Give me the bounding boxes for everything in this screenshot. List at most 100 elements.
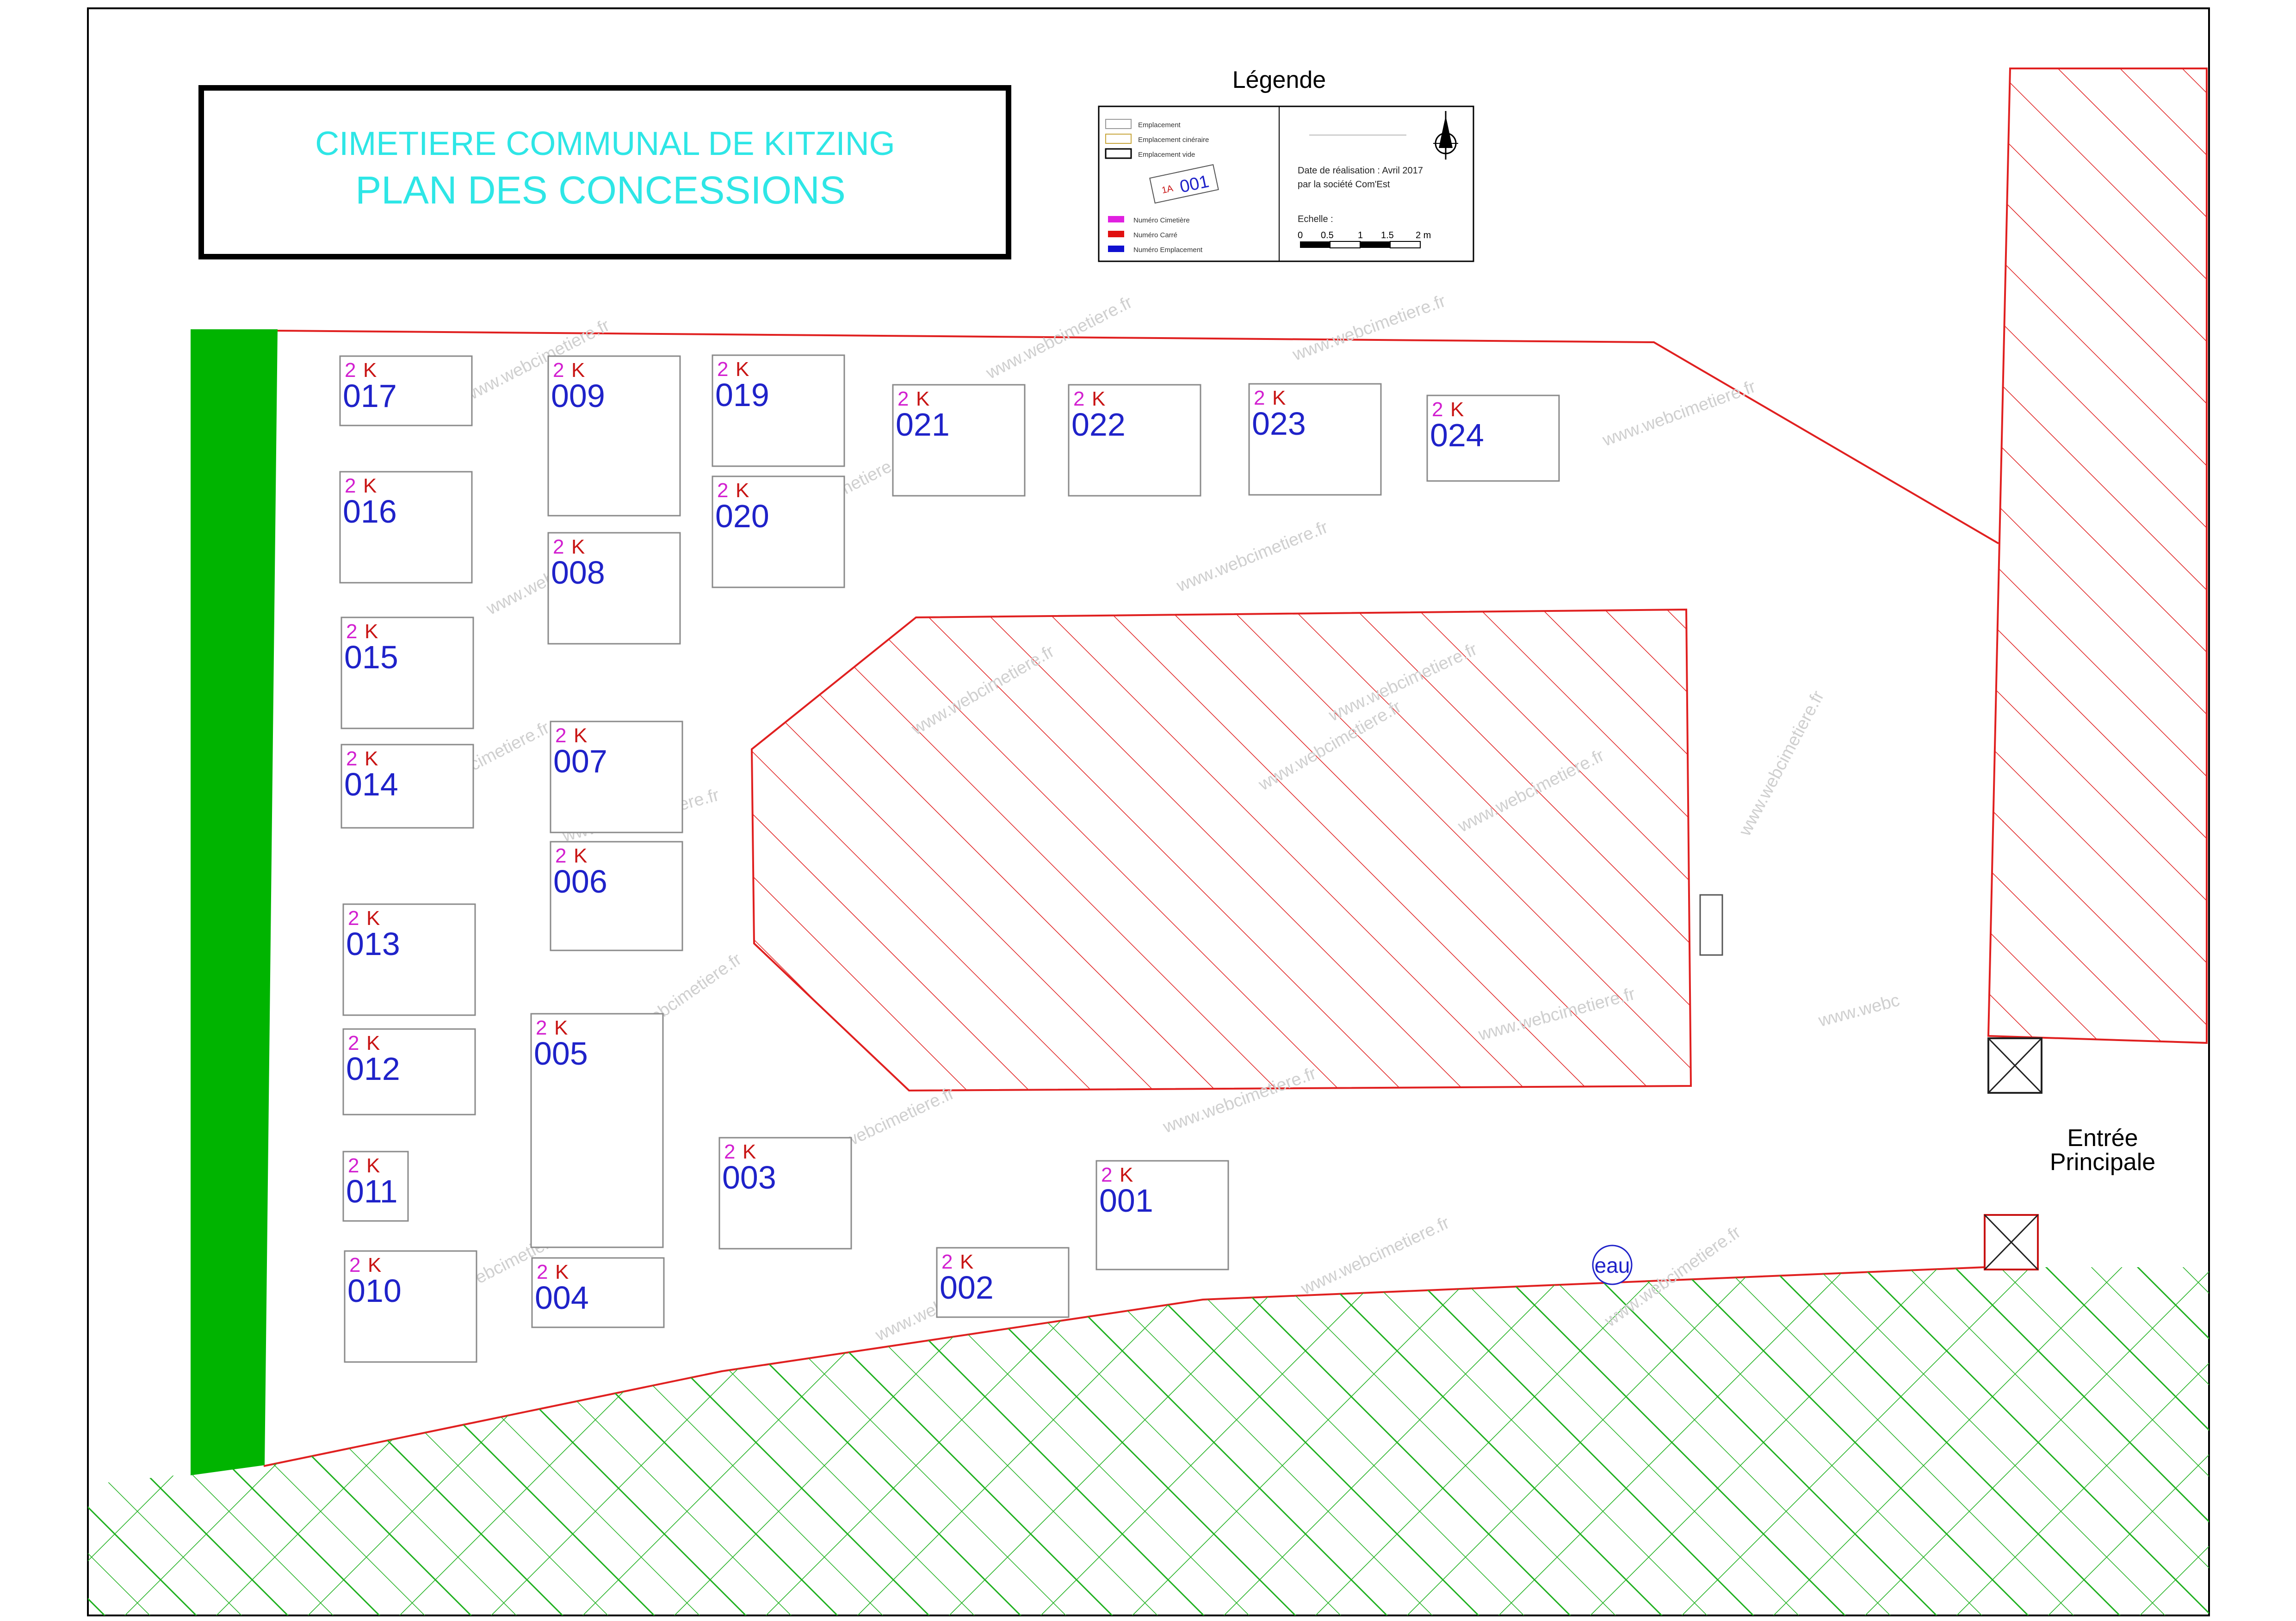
lot-square-code: K	[571, 536, 585, 558]
legend-scale-label: Echelle :	[1298, 214, 1333, 224]
legend-code-cemetery: Numéro Cimetière	[1133, 216, 1190, 224]
lot-box	[530, 1013, 664, 1248]
lot-cemetery-code: 2	[553, 536, 564, 558]
title-line-1: CIMETIERE COMMUNAL DE KITZING	[315, 125, 895, 162]
watermark: www.webcimetiere.fr	[1298, 1213, 1453, 1299]
lot-number: 019	[715, 377, 769, 413]
legend-date-line-1: Date de réalisation : Avril 2017	[1298, 166, 1423, 176]
legend-item-vide: Emplacement vide	[1138, 151, 1195, 159]
lot-cemetery-code: 2	[537, 1261, 548, 1283]
lot-box	[547, 532, 681, 645]
title-box	[198, 85, 1011, 259]
cemetery-boundary-top	[277, 330, 1999, 544]
lot-cemetery-code: 2	[555, 844, 566, 867]
hedge-strip	[191, 329, 278, 1475]
lot-square-code: K	[363, 475, 377, 497]
lot-square-code: K	[368, 1254, 381, 1276]
lot-number: 016	[343, 493, 397, 530]
small-structure	[1699, 894, 1723, 956]
lot-cemetery-code: 2	[345, 475, 356, 497]
legend-date-line-2: par la société Com'Est	[1298, 179, 1390, 190]
lot-number: 011	[346, 1173, 398, 1209]
lot-square-code: K	[1272, 387, 1286, 409]
lot-number: 009	[551, 378, 605, 414]
entrance-label-line-2: Principale	[2050, 1149, 2155, 1176]
legend-code-square: Numéro Carré	[1133, 231, 1177, 239]
lot-cemetery-code: 2	[717, 479, 728, 502]
legend-scale-tick-2: 1	[1358, 230, 1363, 240]
lot-square-code: K	[555, 1261, 569, 1283]
scale-bar	[1300, 241, 1421, 248]
lot-box	[531, 1257, 665, 1328]
lot-cemetery-code: 2	[724, 1140, 735, 1163]
lot-square-code: K	[365, 620, 378, 643]
legend-sample-box	[1149, 164, 1219, 204]
lot-box	[342, 1028, 476, 1116]
entrance-label-line-1: Entrée	[2067, 1125, 2138, 1152]
lot-number: 014	[344, 766, 398, 802]
lot-square-code: K	[1120, 1164, 1133, 1186]
lot-square-code: K	[554, 1017, 568, 1039]
lot-number: 021	[896, 407, 950, 443]
lot-square-code: K	[1092, 388, 1105, 410]
lot-box	[339, 355, 473, 426]
lot-cemetery-code: 2	[346, 747, 357, 770]
lot-square-code: K	[743, 1140, 756, 1163]
lot-box	[550, 721, 683, 833]
watermark: www.webcimetiere.fr	[1174, 518, 1331, 596]
water-icon	[1592, 1245, 1633, 1285]
lot-box	[1248, 383, 1382, 496]
legend-code-location: Numéro Emplacement	[1133, 246, 1203, 254]
red-hatched-central-area	[750, 608, 1692, 1092]
lot-cemetery-code: 2	[348, 1032, 359, 1054]
lot-number: 015	[344, 639, 398, 675]
lot-number: 022	[1071, 407, 1126, 443]
lot-cemetery-code: 2	[348, 1154, 359, 1177]
lot-number: 004	[535, 1280, 589, 1316]
lot-cemetery-code: 2	[553, 359, 564, 382]
lot-square-code: K	[365, 747, 378, 770]
lot-cemetery-code: 2	[1432, 398, 1443, 421]
lot-square-code: K	[736, 358, 749, 381]
lot-box	[547, 355, 681, 517]
legend-scale-tick-4: 2 m	[1416, 230, 1431, 240]
lot-number: 020	[715, 498, 769, 534]
lot-number: 023	[1252, 406, 1306, 442]
lot-cemetery-code: 2	[941, 1251, 953, 1273]
lot-box	[712, 475, 845, 588]
lot-number: 010	[347, 1273, 402, 1309]
lot-square-code: K	[574, 844, 587, 867]
lot-number: 013	[346, 926, 400, 962]
lot-cemetery-code: 2	[1101, 1164, 1112, 1186]
lot-square-code: K	[366, 907, 380, 930]
watermark-partial: www.webc	[1816, 991, 1901, 1031]
legend: Légende Emplacement Emplacement cinérair…	[1098, 67, 1474, 262]
water-point: eau	[1592, 1245, 1633, 1285]
north-arrow-icon	[1433, 111, 1458, 160]
watermark: www.webcimetiere.fr	[1290, 291, 1448, 365]
lot-square-code: K	[366, 1032, 380, 1054]
title-line-2: PLAN DES CONCESSIONS	[355, 168, 846, 212]
lot-number: 008	[551, 555, 605, 591]
water-label: eau	[1595, 1253, 1630, 1277]
lot-cemetery-code: 2	[1073, 388, 1084, 410]
lot-box	[550, 841, 683, 951]
legend-item-emplacement: Emplacement	[1138, 121, 1181, 129]
